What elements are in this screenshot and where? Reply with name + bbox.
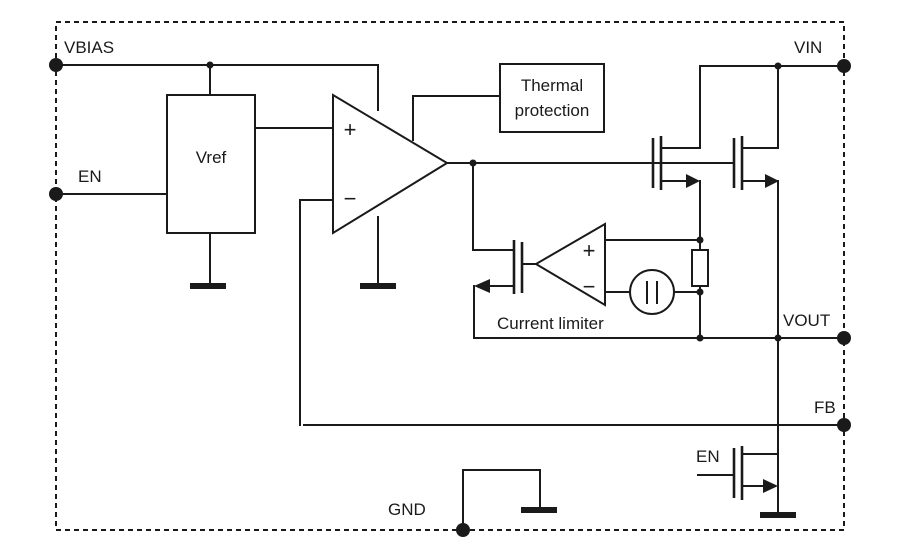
amp-plus-sign: + bbox=[344, 117, 357, 142]
gate-net bbox=[446, 159, 735, 251]
gnd-net bbox=[462, 469, 541, 531]
vbias-pin[interactable] bbox=[49, 58, 63, 72]
vin-label: VIN bbox=[794, 38, 822, 57]
current-limiter-label: Current limiter bbox=[497, 314, 604, 333]
error-amplifier bbox=[332, 93, 449, 235]
thermal-wire bbox=[412, 95, 501, 141]
vout-pin[interactable] bbox=[837, 331, 851, 345]
discharge-en-label: EN bbox=[696, 447, 720, 466]
vbias-net bbox=[55, 61, 379, 111]
thermal-label-line2: protection bbox=[515, 101, 590, 120]
limiter-plus-sign: + bbox=[583, 238, 596, 263]
pass-transistor-2 bbox=[732, 65, 779, 487]
vin-net bbox=[699, 62, 845, 70]
amp-minus-sign: − bbox=[344, 186, 357, 211]
en-pin[interactable] bbox=[49, 187, 63, 201]
vref-label: Vref bbox=[196, 148, 227, 167]
gnd-pin[interactable] bbox=[456, 523, 470, 537]
vout-net bbox=[696, 285, 845, 342]
vbias-label: VBIAS bbox=[64, 38, 114, 57]
limiter-minus-sign: − bbox=[583, 274, 596, 299]
vin-pin[interactable] bbox=[837, 59, 851, 73]
thermal-protection-block bbox=[499, 63, 605, 133]
fb-label: FB bbox=[814, 398, 836, 417]
gnd-label: GND bbox=[388, 500, 426, 519]
discharge-transistor bbox=[697, 446, 779, 516]
thermal-label-line1: Thermal bbox=[521, 76, 583, 95]
fb-pin[interactable] bbox=[837, 418, 851, 432]
feedback-net bbox=[299, 199, 845, 426]
current-limiter: + − bbox=[473, 180, 709, 339]
vref-block bbox=[166, 94, 256, 234]
vout-label: VOUT bbox=[783, 311, 830, 330]
en-label: EN bbox=[78, 167, 102, 186]
